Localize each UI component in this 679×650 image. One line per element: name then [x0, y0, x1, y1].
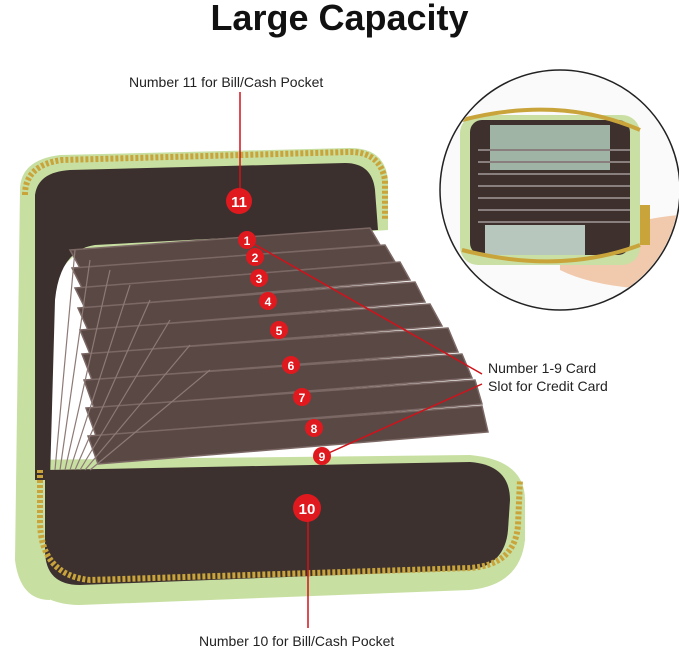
marker-5: 5 — [270, 321, 288, 339]
callout-middle-line1: Number 1-9 Card — [488, 360, 597, 376]
svg-text:5: 5 — [276, 324, 283, 338]
number-markers: 11 1 2 3 4 5 6 7 — [226, 188, 331, 522]
marker-6: 6 — [282, 356, 300, 374]
marker-11: 11 — [226, 188, 252, 214]
marker-1: 1 — [238, 231, 256, 249]
svg-text:2: 2 — [252, 251, 259, 265]
callout-top: Number 11 for Bill/Cash Pocket — [129, 73, 323, 91]
callout-top-text: Number 11 for Bill/Cash Pocket — [129, 74, 324, 90]
svg-text:10: 10 — [299, 501, 316, 518]
wallet-body — [15, 148, 525, 605]
svg-text:9: 9 — [319, 450, 326, 464]
svg-text:11: 11 — [231, 194, 247, 211]
svg-text:3: 3 — [256, 272, 263, 286]
svg-text:8: 8 — [311, 422, 318, 436]
svg-text:1: 1 — [244, 234, 251, 248]
marker-10: 10 — [293, 494, 321, 522]
marker-9: 9 — [313, 447, 331, 465]
marker-7: 7 — [293, 388, 311, 406]
callout-bottom: Number 10 for Bill/Cash Pocket — [199, 632, 394, 650]
page-title-text: Large Capacity — [210, 0, 469, 38]
page-title: Large Capacity — [0, 0, 679, 36]
marker-4: 4 — [259, 292, 277, 310]
callout-middle-line2: Slot for Credit Card — [488, 378, 608, 394]
inset-photo — [439, 69, 679, 311]
marker-3: 3 — [250, 269, 268, 287]
svg-text:7: 7 — [299, 391, 306, 405]
callout-middle: Number 1-9 Card Slot for Credit Card — [488, 359, 608, 395]
marker-2: 2 — [246, 248, 264, 266]
marker-8: 8 — [305, 419, 323, 437]
svg-text:4: 4 — [265, 295, 272, 309]
svg-text:6: 6 — [288, 359, 295, 373]
leader-lines — [239, 92, 483, 628]
callout-bottom-text: Number 10 for Bill/Cash Pocket — [199, 633, 395, 649]
